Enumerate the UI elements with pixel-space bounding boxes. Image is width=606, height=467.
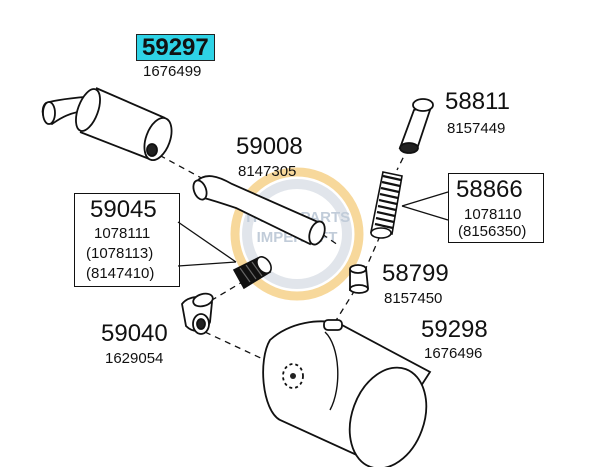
part-58799-number: 58799 <box>382 260 449 287</box>
part-59045-ref-1: 1078111 <box>94 225 151 242</box>
part-58866-leader <box>401 191 449 221</box>
part-59045-ref-2: (1078113) <box>86 245 154 262</box>
part-58799-drawing <box>349 264 369 294</box>
part-58866-number: 58866 <box>456 176 523 203</box>
part-59298-number: 59298 <box>421 316 488 343</box>
part-59297-drawing <box>41 87 173 161</box>
part-59045-drawing <box>232 256 272 290</box>
part-59008-ref: 8147305 <box>238 163 297 180</box>
part-58811-number: 58811 <box>445 88 510 115</box>
part-58811-ref: 8157449 <box>447 120 506 137</box>
part-58811-drawing <box>398 98 434 154</box>
part-59045-number: 59045 <box>90 196 157 223</box>
part-59045-leader <box>177 221 237 267</box>
part-58866-ref-2: (8156350) <box>458 223 527 240</box>
part-58866-drawing <box>370 171 403 239</box>
part-59045-box <box>74 193 180 287</box>
part-59040-drawing <box>181 292 214 335</box>
part-59040-number: 59040 <box>101 320 168 347</box>
part-58866-ref-1: 1078110 <box>464 206 522 223</box>
part-59298-ref: 1676496 <box>424 345 483 362</box>
part-58866-box <box>448 173 544 243</box>
part-59297-ref: 1676499 <box>143 63 202 80</box>
part-59008-number: 59008 <box>236 133 303 160</box>
part-59298-drawing <box>262 319 432 467</box>
part-59297-number: 59297 <box>136 34 215 61</box>
part-58799-ref: 8157450 <box>384 290 443 307</box>
part-59045-ref-3: (8147410) <box>86 265 155 282</box>
part-59040-ref: 1629054 <box>105 350 164 367</box>
part-59008-drawing <box>192 175 326 246</box>
